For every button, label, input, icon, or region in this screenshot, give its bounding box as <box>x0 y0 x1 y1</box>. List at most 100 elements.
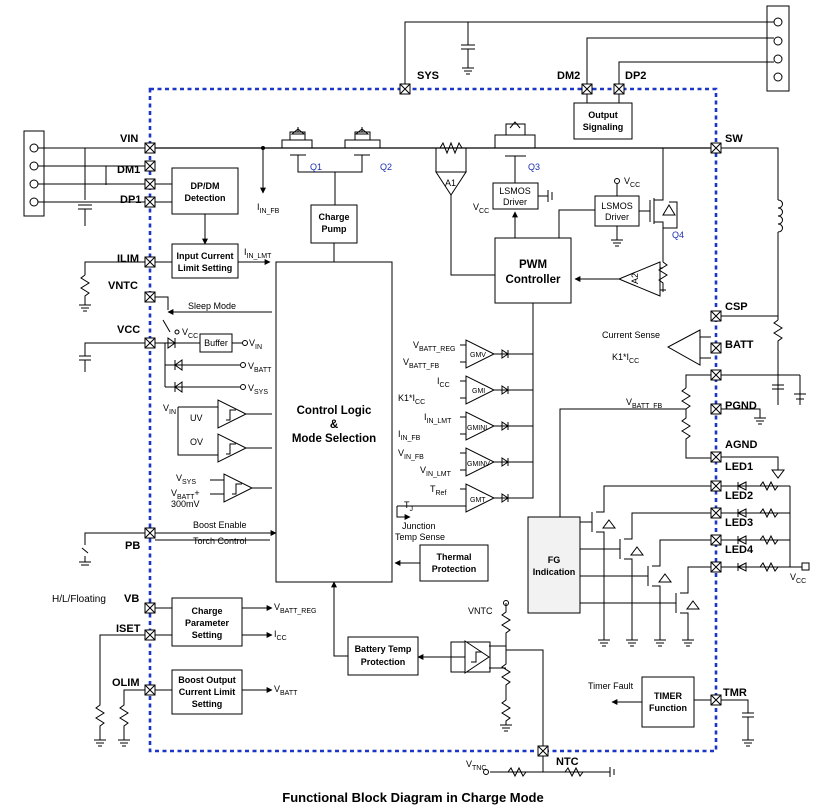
pin-pgnd-label: PGND <box>725 400 757 412</box>
q3-label: Q3 <box>528 162 540 172</box>
charge-pump-line2: Pump <box>321 224 347 234</box>
thermal-line2: Protection <box>432 564 477 574</box>
inductor <box>777 199 783 233</box>
boost-output-line3: Setting <box>192 699 223 709</box>
pin-led4-label: LED4 <box>725 544 754 556</box>
gm-amplifiers <box>465 339 496 513</box>
uv-label: UV <box>190 413 203 423</box>
dpdm-line1: DP/DM <box>191 181 220 191</box>
pin-led3-label: LED3 <box>725 517 753 529</box>
fg-indication-block <box>527 516 581 614</box>
iin-fb-in-label: IIN_FB <box>398 429 421 442</box>
hl-floating-label: H/L/Floating <box>52 594 106 605</box>
gmt-amp <box>465 483 496 513</box>
timer-line2: Function <box>649 703 687 713</box>
charge-param-line2: Parameter <box>185 618 230 628</box>
a2-label: A2 <box>630 273 640 284</box>
icc-in-label: ICC <box>437 376 450 389</box>
control-logic-block <box>275 261 393 583</box>
led-diodes <box>721 480 802 573</box>
iin-lmt-in-label: IIN_LMT <box>424 412 452 425</box>
battery-temp-line2: Protection <box>361 657 406 667</box>
lsmos-driver-2-line1: LSMOS <box>601 201 633 211</box>
vcc-led-terminal <box>801 562 810 571</box>
timer-fault-label: Timer Fault <box>588 681 634 691</box>
vbatt-reg-out-label: VBATT_REG <box>274 602 316 615</box>
vbatt-fb-agnd-label: VBATT_FB <box>626 397 663 410</box>
pin-sw-label: SW <box>725 133 743 145</box>
dpdm-line2: Detection <box>184 193 225 203</box>
mv300-label: 300mV <box>171 499 200 509</box>
window-comparator <box>450 641 491 673</box>
sleep-mode-label: Sleep Mode <box>188 301 236 311</box>
thermal-line1: Thermal <box>436 552 471 562</box>
junction-label: Junction <box>402 521 436 531</box>
vcc-sleep-label: VCC <box>182 327 198 340</box>
vbatt-cmp-label: VBATT+ <box>171 488 200 501</box>
input-current-line2: Limit Setting <box>178 263 233 273</box>
pwm-line1: PWM <box>519 259 547 271</box>
pin-ilim-label: ILIM <box>117 253 139 265</box>
vcc-led-label: VCC <box>790 572 806 585</box>
timer-function-block <box>641 676 695 728</box>
buffer-label: Buffer <box>204 338 228 348</box>
pin-agnd-label: AGND <box>725 439 757 451</box>
gmv-label: GMV <box>470 352 486 359</box>
pin-vcc-label: VCC <box>117 324 140 336</box>
pin-dm2-label: DM2 <box>557 70 580 82</box>
vbatt-fb-in-label: VBATT_FB <box>403 357 440 370</box>
pwm-line2: Controller <box>506 274 561 286</box>
usb-output-connector <box>766 5 790 92</box>
q2-transistor <box>344 127 381 162</box>
output-signaling-block <box>573 102 633 140</box>
control-logic-line3: Mode Selection <box>292 433 376 445</box>
pin-dp1-label: DP1 <box>120 194 141 206</box>
q2-label: Q2 <box>380 162 392 172</box>
boost-enable-label: Boost Enable <box>193 520 247 530</box>
led-driver-mosfets <box>580 485 711 647</box>
pin-tmr-label: TMR <box>723 687 747 699</box>
gmini-label: GMINI <box>467 425 487 432</box>
a1-amplifier <box>435 171 467 196</box>
vsys-comparator <box>223 473 254 503</box>
charge-param-line3: Setting <box>192 630 223 640</box>
control-logic-line2: & <box>330 419 338 431</box>
tj-label: TJ <box>404 500 413 513</box>
timer-line1: TIMER <box>654 691 682 701</box>
vntc-label: VNTC <box>468 606 493 616</box>
charge-pump-line1: Charge <box>318 212 349 222</box>
uv-comparator <box>217 399 248 429</box>
gmi-label: GMI <box>472 388 485 395</box>
fg-line1: FG <box>548 555 561 565</box>
vbatt-reg-in-label: VBATT_REG <box>413 340 455 353</box>
pin-vb-label: VB <box>124 593 139 605</box>
control-logic-line1: Control Logic <box>297 405 372 417</box>
vin-cmp-label: VIN <box>163 403 176 416</box>
q1-transistor <box>281 127 313 162</box>
gmini-amp <box>465 411 496 441</box>
pin-vin-marker <box>144 142 156 154</box>
ov-label: OV <box>190 437 203 447</box>
lsmos-driver-1-block <box>492 182 539 210</box>
pin-dm1-label: DM1 <box>117 164 140 176</box>
vin-lmt-in-label: VIN_LMT <box>420 465 452 478</box>
pin-dp2-label: DP2 <box>625 70 646 82</box>
vcc-a1-label: VCC <box>473 202 489 215</box>
pin-csp-label: CSP <box>725 301 748 313</box>
chip-boundary <box>148 87 718 753</box>
pin-olim-label: OLIM <box>112 677 140 689</box>
thermal-protection-block <box>419 544 489 582</box>
pin-led2-label: LED2 <box>725 490 753 502</box>
boost-output-line2: Current Limit <box>179 687 236 697</box>
lsmos-driver-1-line1: LSMOS <box>499 186 531 196</box>
iin-fb-label: IIN_FB <box>257 202 280 215</box>
q4-transistor <box>639 148 678 236</box>
fg-line2: Indication <box>533 567 576 577</box>
usb-input-connector <box>23 130 45 217</box>
boost-output-block <box>171 669 243 715</box>
vin-fb-in-label: VIN_FB <box>398 448 424 461</box>
k1icc-in-label: K1*ICC <box>398 393 425 406</box>
boost-output-line1: Boost Output <box>178 675 236 685</box>
q4-label: Q4 <box>672 230 684 240</box>
